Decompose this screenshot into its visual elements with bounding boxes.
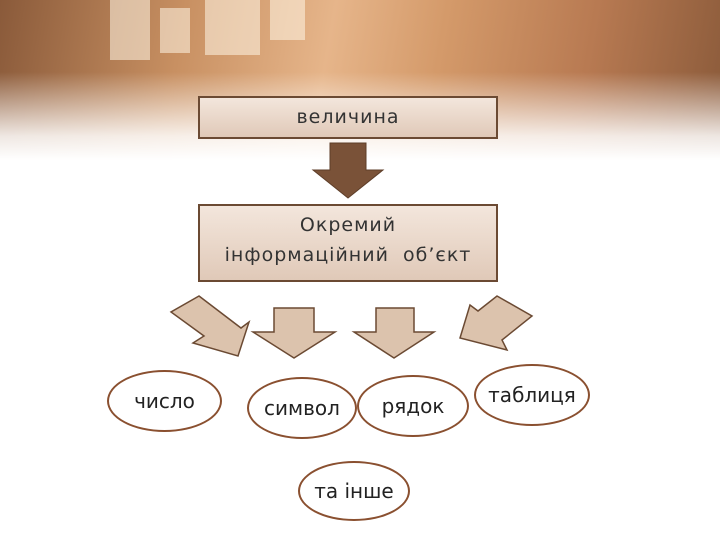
oval-string-label: рядок [382, 394, 445, 418]
oval-string: рядок [357, 375, 469, 437]
information-object-line-1: Окремий [200, 210, 496, 240]
branch-arrow-1 [171, 296, 249, 356]
oval-number: число [107, 370, 222, 432]
branch-arrow-3 [354, 308, 434, 358]
oval-other: та інше [298, 461, 410, 521]
branch-arrow-4 [460, 296, 532, 350]
branch-arrow-2 [253, 308, 335, 358]
oval-other-label: та інше [314, 479, 394, 503]
oval-symbol: символ [247, 377, 357, 439]
oval-symbol-label: символ [264, 396, 340, 420]
information-object-line-2: інформаційний об’єкт [200, 240, 496, 270]
oval-table: таблиця [474, 364, 590, 426]
oval-number-label: число [134, 389, 195, 413]
down-arrow [313, 143, 383, 198]
information-object-box: Окремий інформаційний об’єкт [198, 204, 498, 282]
value-box-label: величина [296, 106, 399, 128]
value-box: величина [198, 96, 498, 139]
oval-table-label: таблиця [488, 383, 576, 407]
